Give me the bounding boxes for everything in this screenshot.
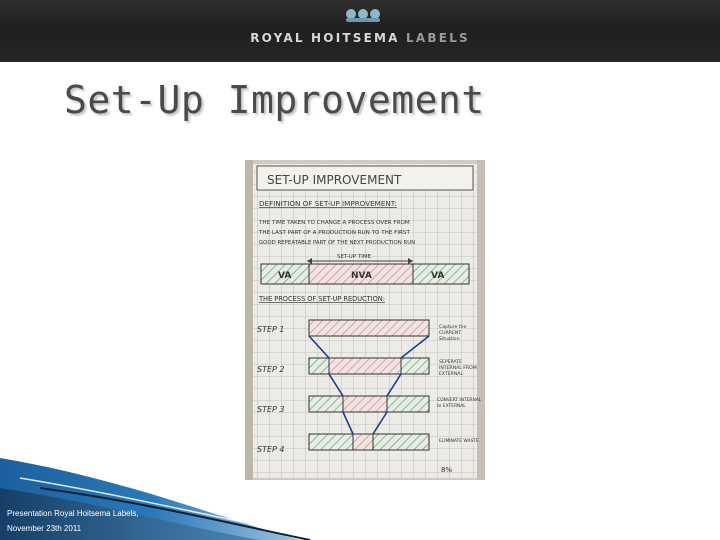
brand-suffix: LABELS xyxy=(406,31,470,45)
step-1-label: STEP 1 xyxy=(257,325,284,334)
step-1-note-2: CURRENT xyxy=(439,330,461,336)
final-percentage: 8% xyxy=(441,466,452,474)
step-3-note-1: CONVERT INTERNAL xyxy=(437,397,482,403)
footer-line-2: November 23th 2011 xyxy=(7,524,82,533)
step-1-note-3: Situation xyxy=(439,336,460,342)
photo-subheading: DEFINITION OF SET-UP IMPROVEMENT: xyxy=(259,199,397,208)
step-2-note-3: EXTERNAL xyxy=(439,371,463,377)
step-4-note-1: ELIMINATE WASTE xyxy=(439,438,479,444)
step-2-label: STEP 2 xyxy=(257,365,284,374)
header-bar: ROYAL HOITSEMA LABELS xyxy=(0,0,720,62)
bar-segment-va-left: VA xyxy=(278,271,291,281)
bar-segment-va-right: VA xyxy=(431,271,444,281)
brand-name: ROYAL HOITSEMA LABELS xyxy=(0,31,720,45)
step-4-label: STEP 4 xyxy=(257,445,284,454)
definition-line-3: GOOD REPEATABLE PART OF THE NEXT PRODUCT… xyxy=(259,240,415,246)
step-2-note-1: SEPERATE xyxy=(439,359,462,365)
process-heading: THE PROCESS OF SET-UP REDUCTION: xyxy=(258,295,385,303)
definition-line-2: THE LAST PART OF A PRODUCTION RUN TO THE… xyxy=(258,230,410,236)
flipchart-photo: SET-UP IMPROVEMENT DEFINITION OF SET-UP … xyxy=(245,160,485,480)
step-3-label: STEP 3 xyxy=(257,405,284,414)
footer-caption: Presentation Royal Hoitsema Labels, Nove… xyxy=(7,506,187,536)
slide-title: Set-Up Improvement xyxy=(64,78,485,122)
definition-line-1: THE TIME TAKEN TO CHANGE A PROCESS OVER … xyxy=(258,220,410,226)
footer-line-1: Presentation Royal Hoitsema Labels, xyxy=(7,509,139,518)
bar-segment-nva: NVA xyxy=(351,271,372,281)
footer-swoosh xyxy=(0,458,331,540)
step-1-note-1: Capture the xyxy=(439,324,466,330)
step-2-note-2: INTERNAL FROM xyxy=(439,365,477,371)
three-dots-logo-icon xyxy=(346,9,380,22)
step-3-note-2: to EXTERNAL xyxy=(437,403,466,409)
flipchart-drawing: SET-UP IMPROVEMENT DEFINITION OF SET-UP … xyxy=(245,160,485,480)
brand-main: ROYAL HOITSEMA xyxy=(250,31,400,45)
photo-heading: SET-UP IMPROVEMENT xyxy=(267,173,402,187)
setup-time-label: SET-UP TIME xyxy=(337,254,372,260)
